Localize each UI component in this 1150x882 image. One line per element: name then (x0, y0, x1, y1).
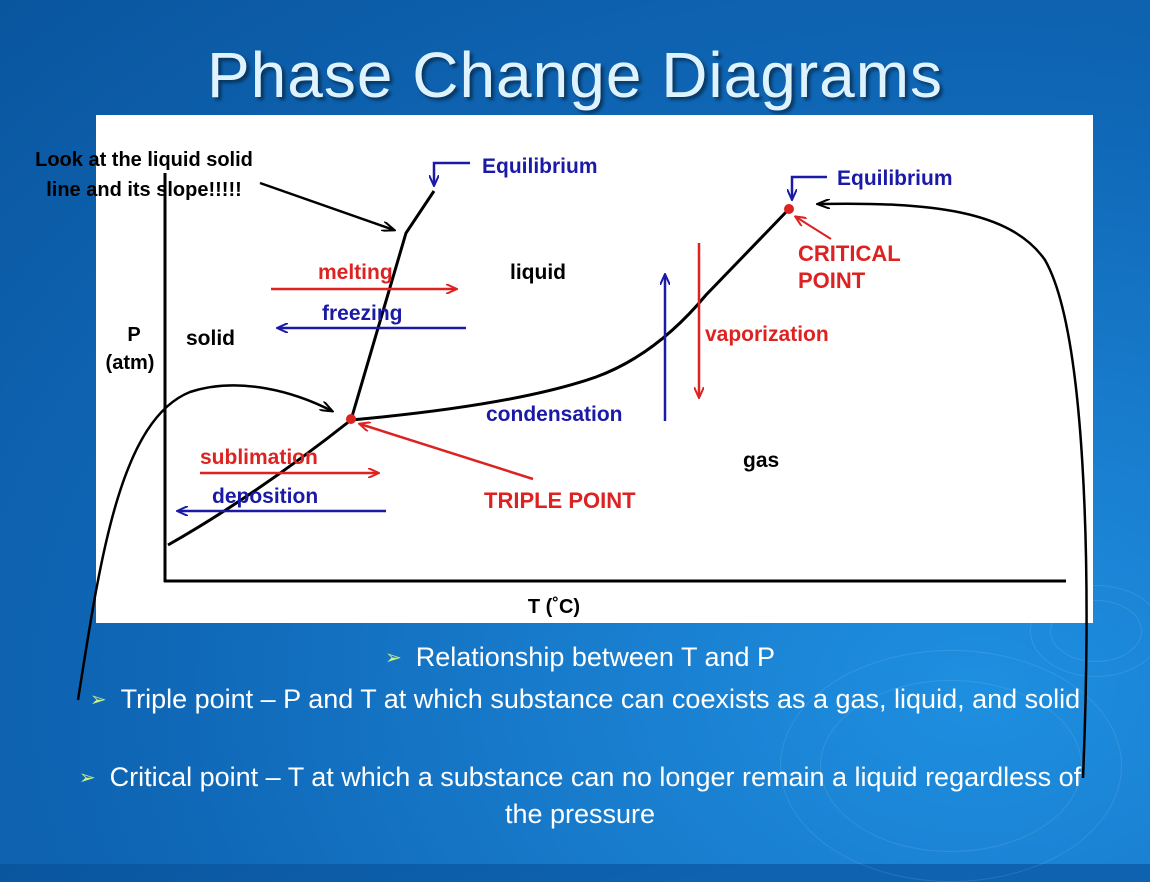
bullet-text: Relationship between T and P (415, 642, 776, 672)
bullet-arrow-icon: ➢ (384, 647, 402, 669)
freezing-label: freezing (322, 302, 403, 325)
equilibrium-left-label: Equilibrium (482, 155, 598, 178)
triple-point-marker (346, 414, 356, 424)
y-axis-label: P (127, 324, 140, 346)
bullet-relationship: ➢ Relationship between T and P (60, 640, 1100, 677)
deposition-label: deposition (212, 485, 318, 508)
solid-region-label: solid (186, 327, 235, 350)
critical-point-marker (784, 204, 794, 214)
condensation-label: condensation (486, 403, 623, 426)
melting-label: melting (318, 261, 393, 284)
bullet-text: Critical point – T at which a substance … (109, 762, 1082, 829)
solid-gas-curve (167, 418, 352, 547)
critical-point-label-line2: POINT (798, 268, 866, 293)
slide-title: Phase Change Diagrams (206, 39, 944, 111)
equilibrium-right-label: Equilibrium (837, 167, 953, 190)
equilibrium-right-arrow (792, 175, 827, 199)
triple-point-label: TRIPLE POINT (484, 488, 636, 513)
bullet-arrow-icon: ➢ (78, 767, 96, 789)
vaporization-label: vaporization (705, 323, 829, 346)
critical-point-label-line1: CRITICAL (798, 241, 901, 266)
liquid-gas-curve (350, 207, 791, 422)
liquid-region-label: liquid (510, 261, 566, 284)
bullet-triple-point: ➢ Triple point – P and T at which substan… (80, 682, 1090, 719)
triple-point-pointer (360, 424, 534, 481)
bullet-critical-point: ➢ Critical point – T at which a substance… (60, 760, 1100, 831)
liquid-solid-slope-note: Look at the liquid solid line and its sl… (35, 149, 253, 201)
phase-diagram: P (atm) T (˚C) solid liquid gas Equilibr… (106, 155, 1066, 618)
critical-point-pointer (796, 217, 832, 240)
bullet-arrow-icon: ➢ (89, 689, 107, 711)
sublimation-label: sublimation (200, 446, 318, 469)
y-axis-unit-label: (atm) (106, 352, 155, 374)
gas-region-label: gas (743, 449, 779, 472)
equilibrium-left-arrow (434, 161, 470, 185)
x-axis-label: T (˚C) (528, 595, 580, 618)
bullet-text: Triple point – P and T at which substanc… (120, 684, 1081, 714)
solid-liquid-curve (349, 190, 436, 421)
